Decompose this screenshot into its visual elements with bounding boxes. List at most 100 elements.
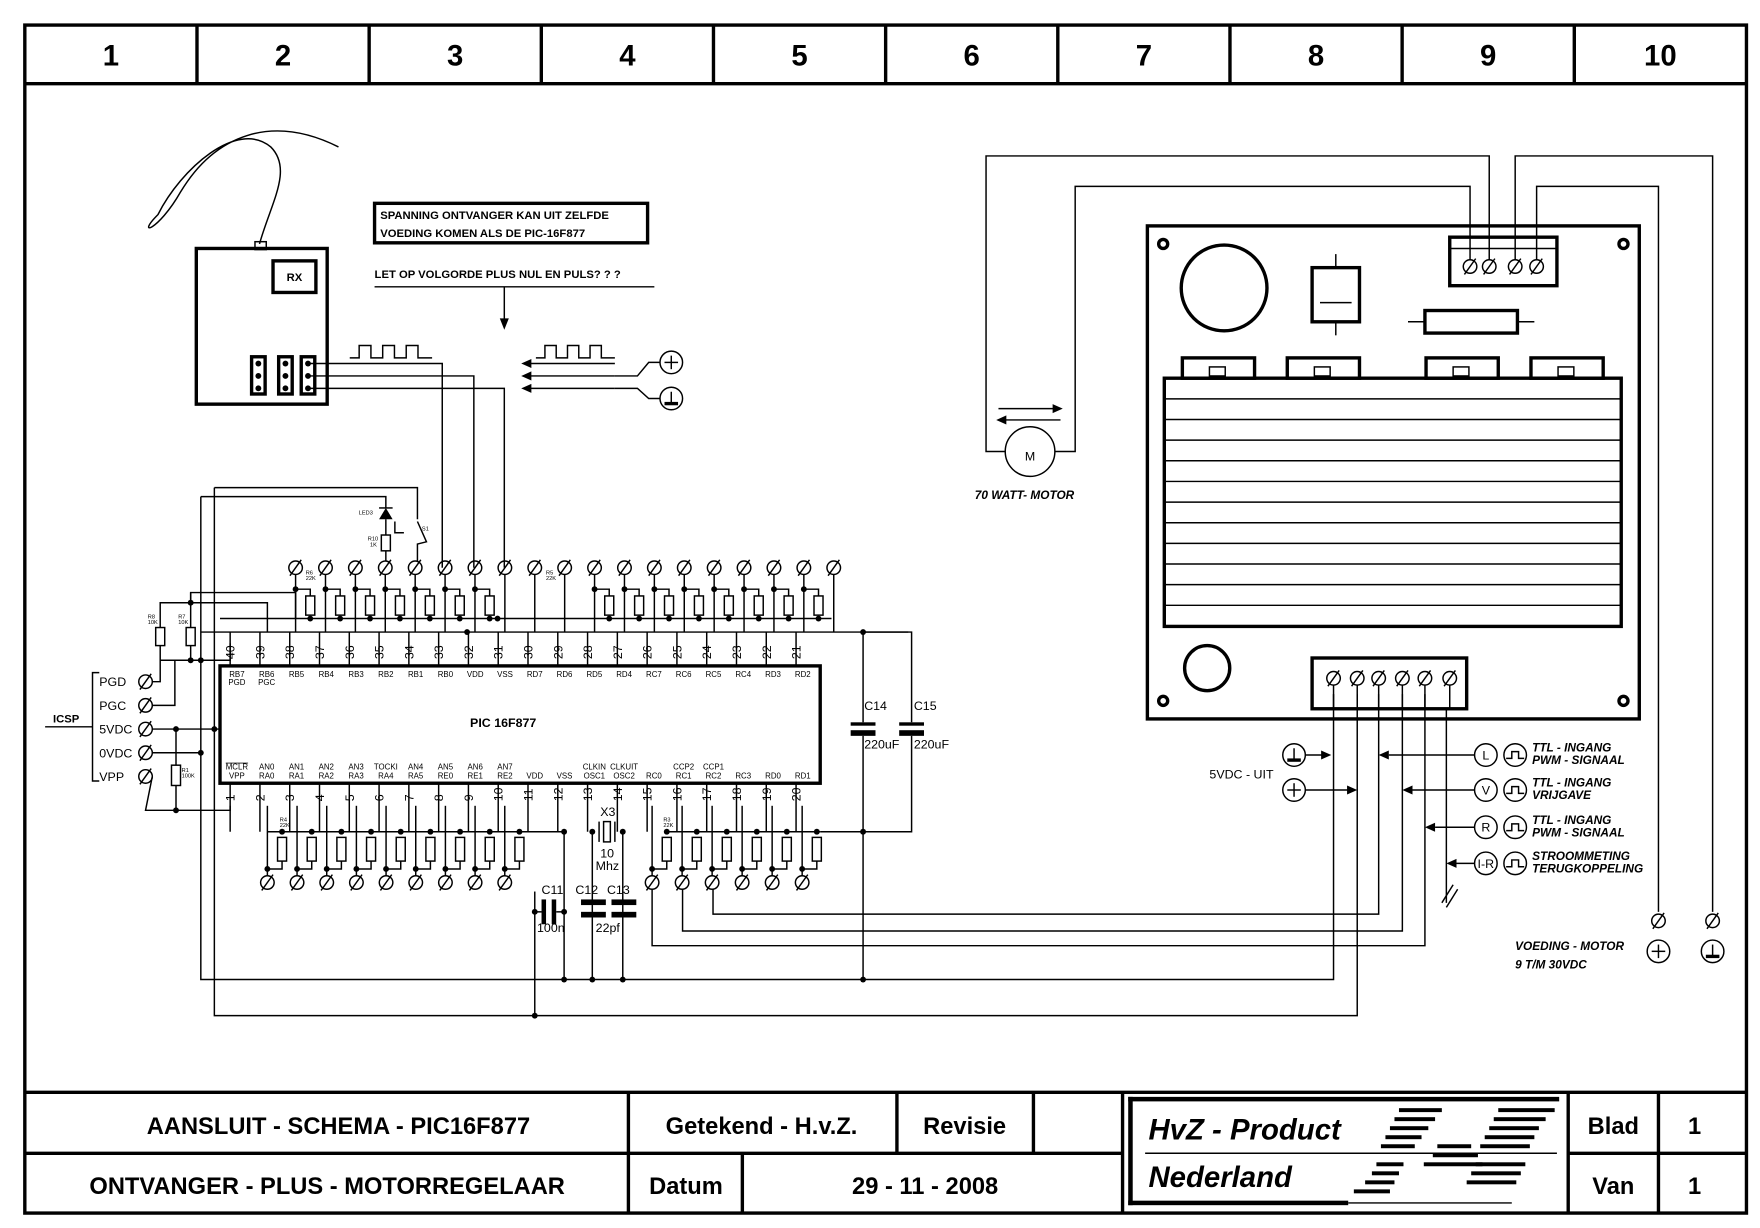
screw-terminal <box>1417 669 1433 687</box>
shape <box>350 874 363 891</box>
junction-dot <box>695 615 702 622</box>
pin-number: 31 <box>492 645 506 659</box>
screw-terminal <box>1371 669 1387 687</box>
shape <box>1705 913 1721 929</box>
resistor <box>811 836 823 862</box>
junction-dot <box>725 615 732 622</box>
ground-icon <box>664 401 679 406</box>
x3-label: X3 <box>600 805 615 819</box>
resistor <box>454 836 466 862</box>
5vdc-out-label: 5VDC - UIT <box>1209 768 1274 782</box>
header-column-10: 10 <box>1644 40 1677 73</box>
junction-dot <box>486 615 493 622</box>
shape <box>498 559 512 577</box>
pulse-icon <box>1506 785 1525 795</box>
resistor <box>364 595 376 616</box>
pin-name: RA2 <box>319 772 334 781</box>
resistor <box>276 836 288 862</box>
shape <box>765 874 779 891</box>
shape <box>1443 669 1456 687</box>
resistor <box>691 836 703 862</box>
arrow-icon <box>1402 785 1413 795</box>
screw-terminal <box>347 559 363 577</box>
pin-name: RB0 <box>438 670 454 679</box>
vdd-bus <box>213 487 1358 1017</box>
wire <box>1054 185 1471 453</box>
pin-alt-name: AN1 <box>289 763 304 772</box>
shape <box>289 559 302 577</box>
screw-terminal <box>319 874 335 891</box>
screw-terminal <box>704 874 720 891</box>
shape <box>408 559 422 577</box>
wire <box>326 861 343 870</box>
shape <box>1418 669 1432 687</box>
signal-line1: TTL - INGANG <box>1532 741 1611 755</box>
pin-name: RA4 <box>378 772 394 781</box>
pin-number: 25 <box>670 645 684 659</box>
wire <box>297 861 313 870</box>
shape <box>139 768 152 785</box>
wire <box>681 694 1404 932</box>
screw-terminal <box>437 559 453 577</box>
pin-number: 6 <box>373 794 387 801</box>
pin-number: 1 <box>224 794 238 801</box>
junction-dot <box>367 615 373 622</box>
wire <box>356 861 372 870</box>
c12-label: C12 <box>575 883 598 897</box>
resistor <box>751 836 763 862</box>
shape <box>645 874 659 891</box>
pin-number: 11 <box>522 788 536 801</box>
arrow-icon <box>1321 750 1332 760</box>
r4-label: R4 <box>280 818 287 824</box>
c11-label: C11 <box>542 883 564 897</box>
shape <box>139 697 152 714</box>
resistor <box>783 595 794 616</box>
pulse-waveform-icon <box>349 344 433 359</box>
screw-terminal <box>766 559 782 577</box>
screw-terminal <box>674 874 690 891</box>
wire <box>863 631 913 723</box>
junction-dot <box>561 908 568 915</box>
wire <box>152 645 161 683</box>
x3-unit: Mhz <box>596 859 619 873</box>
wire <box>624 588 640 596</box>
wire <box>654 588 670 596</box>
junction-dot <box>197 657 204 664</box>
wire <box>200 495 387 508</box>
pin-number: 20 <box>790 787 804 801</box>
shape <box>1498 1108 1555 1113</box>
screw-terminal <box>644 874 660 891</box>
receiver-label-box <box>271 259 318 295</box>
pin-number: 32 <box>462 645 476 659</box>
pin-alt-name: AN6 <box>468 763 484 772</box>
pin-number: 36 <box>343 645 357 659</box>
wire <box>189 591 297 628</box>
junction-dot <box>211 726 218 733</box>
junction-dot <box>338 828 345 835</box>
arrow-icon <box>1378 750 1389 760</box>
company-name-line2: Nederland <box>1149 1161 1294 1194</box>
junction-dot <box>457 828 464 835</box>
capacitor-c13 <box>611 911 637 918</box>
note-line1: SPANNING ONTVANGER KAN UIT ZELFDE <box>380 210 609 222</box>
resistor <box>633 595 645 616</box>
ground-icon <box>1705 954 1720 959</box>
transistor <box>1180 356 1257 380</box>
shape <box>319 559 332 577</box>
supply-label: VOEDING - MOTOR <box>1515 939 1624 953</box>
header-column-4: 4 <box>619 40 636 73</box>
shape <box>1484 1135 1535 1140</box>
ground-icon <box>659 386 684 411</box>
wire <box>714 588 730 596</box>
resistor <box>425 836 436 862</box>
shape <box>1471 1171 1521 1176</box>
c13-label: C13 <box>607 883 630 897</box>
junction-dot <box>464 629 471 635</box>
capacitor-c15 <box>899 730 924 736</box>
drawing-subtitle: ONTVANGER - PLUS - MOTORREGELAAR <box>89 1174 565 1200</box>
wire <box>308 362 443 568</box>
sheet-label: Blad <box>1588 1114 1639 1140</box>
junction-dot <box>255 373 262 379</box>
pin-name: OSC2 <box>613 772 634 781</box>
resistor <box>603 595 615 616</box>
